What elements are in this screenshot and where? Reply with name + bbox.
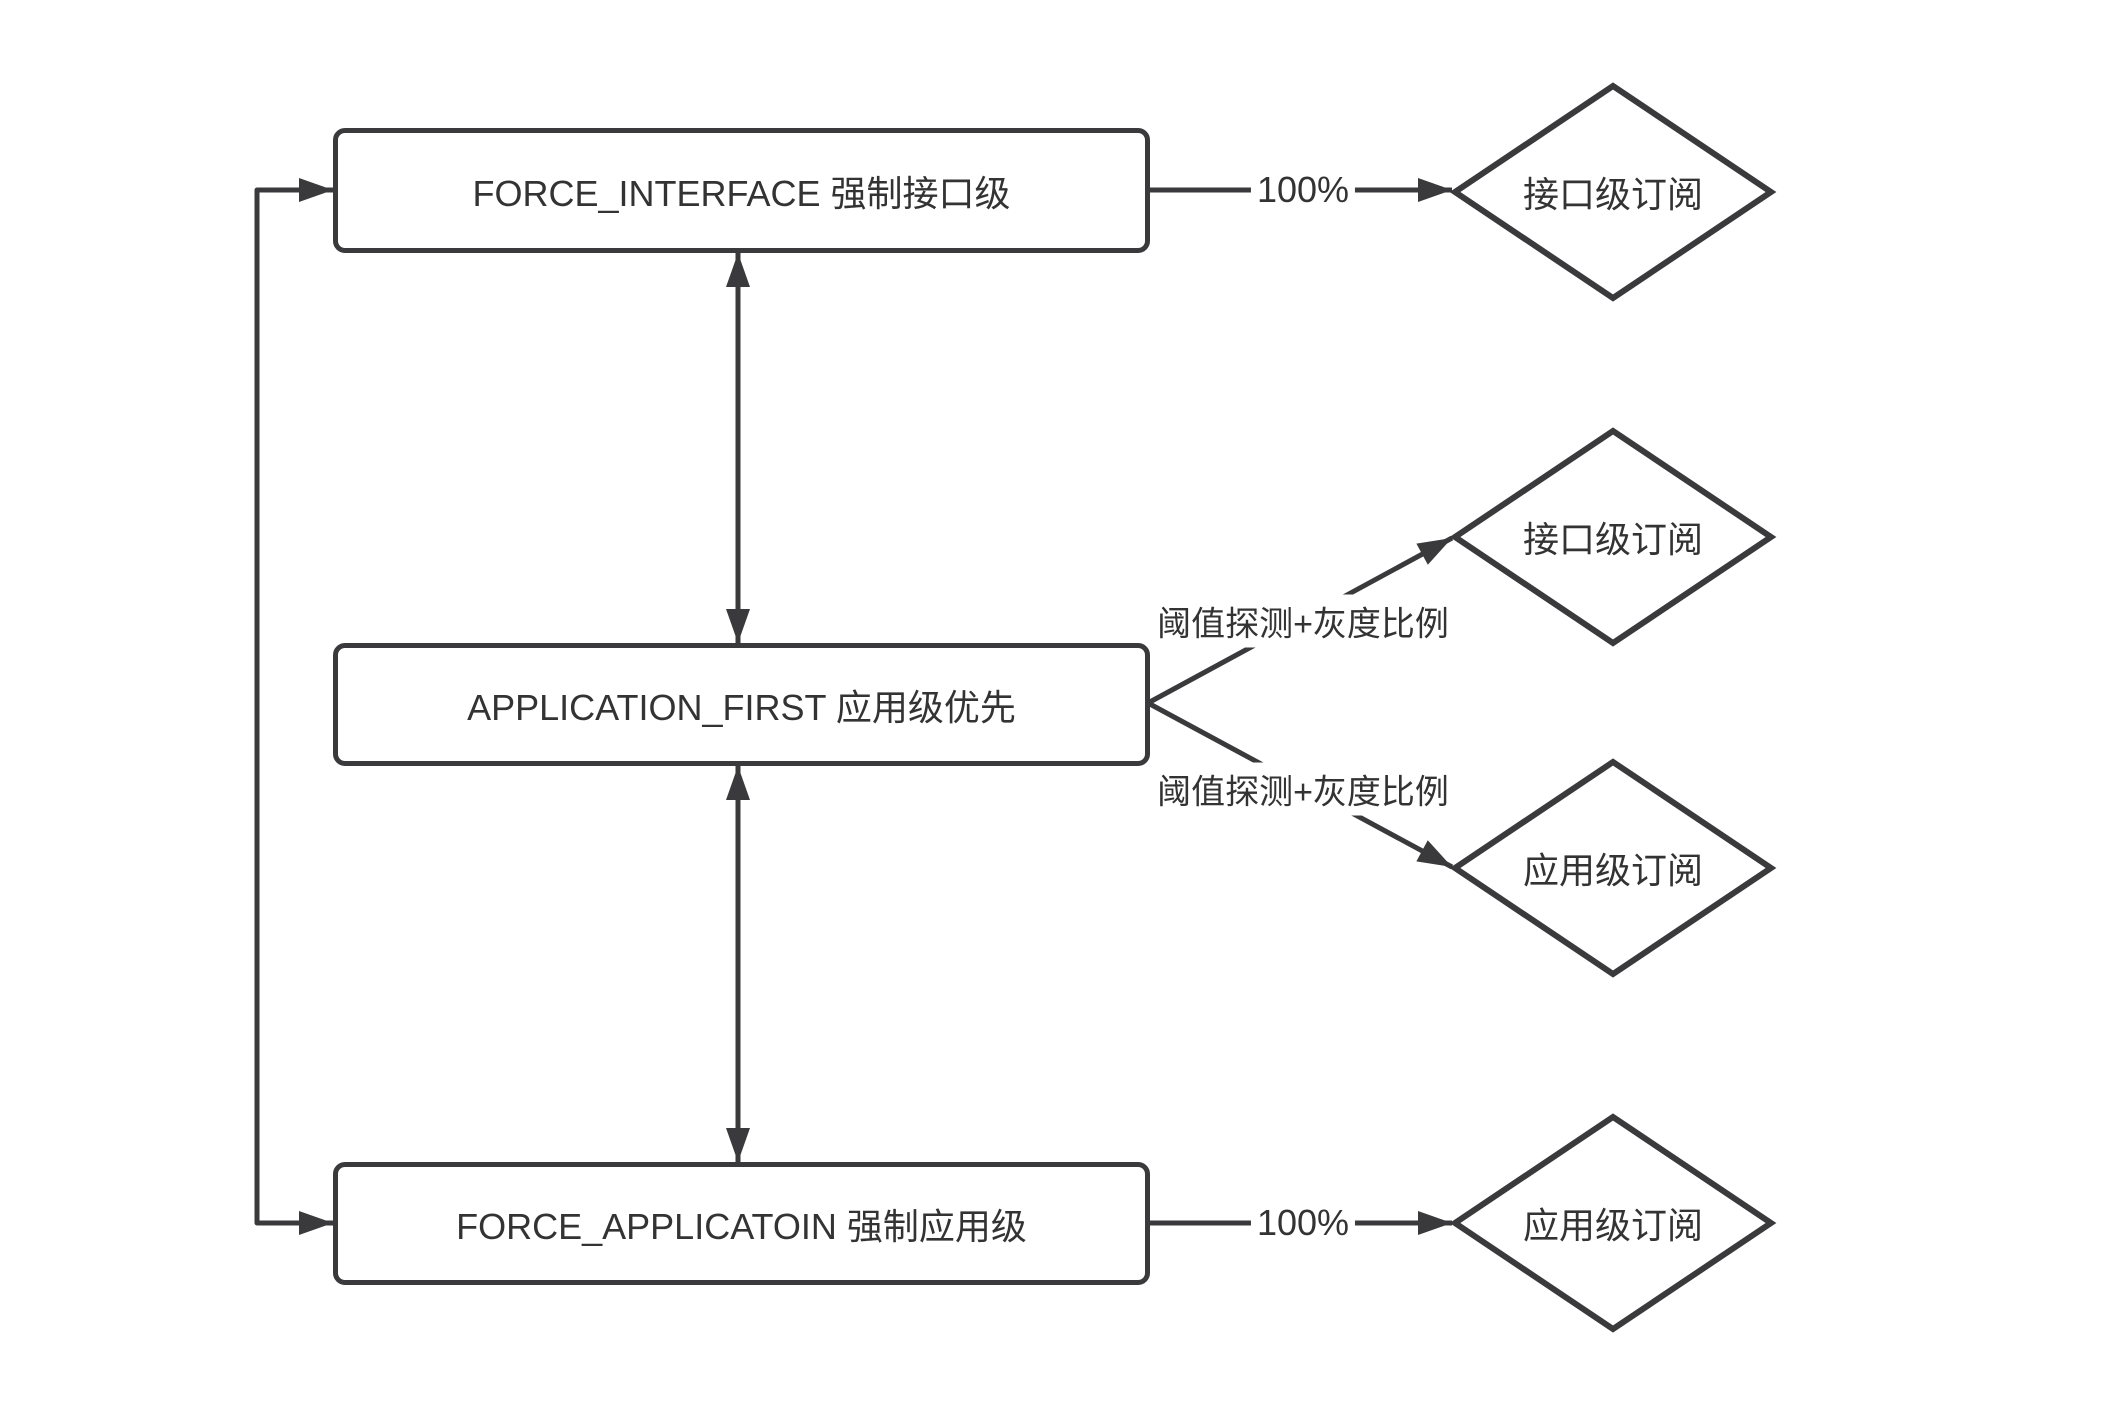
edge-label-100-bottom: 100% <box>1250 1200 1356 1246</box>
node-force-application-label: FORCE_APPLICATOIN 强制应用级 <box>456 1205 1027 1247</box>
node-force-application: FORCE_APPLICATOIN 强制应用级 <box>333 1162 1150 1285</box>
diamond-sub-interface-top-label: 接口级订阅 <box>1522 174 1704 215</box>
diamond-sub-interface-top <box>1449 82 1777 302</box>
diamond-sub-application-bottom <box>1449 1113 1777 1333</box>
node-force-interface: FORCE_INTERFACE 强制接口级 <box>333 128 1150 253</box>
node-application-first: APPLICATION_FIRST 应用级优先 <box>333 643 1150 766</box>
node-force-interface-label: FORCE_INTERFACE 强制接口级 <box>472 172 1011 214</box>
edge-label-100-top: 100% <box>1250 167 1356 213</box>
diamond-sub-application-mid <box>1449 758 1777 978</box>
node-application-first-label: APPLICATION_FIRST 应用级优先 <box>467 686 1016 728</box>
diamond-sub-application-mid-label: 应用级订阅 <box>1522 850 1704 891</box>
edge-force-loop-bracket <box>254 178 333 1235</box>
diamond-sub-application-bottom-label: 应用级订阅 <box>1522 1205 1704 1246</box>
edge-label-threshold-lower: 阈值探测+灰度比例 <box>1151 762 1455 816</box>
diamond-sub-interface-mid-label: 接口级订阅 <box>1522 519 1704 560</box>
edge-label-threshold-upper: 阈值探测+灰度比例 <box>1151 594 1455 648</box>
diamond-sub-interface-mid <box>1449 427 1777 647</box>
